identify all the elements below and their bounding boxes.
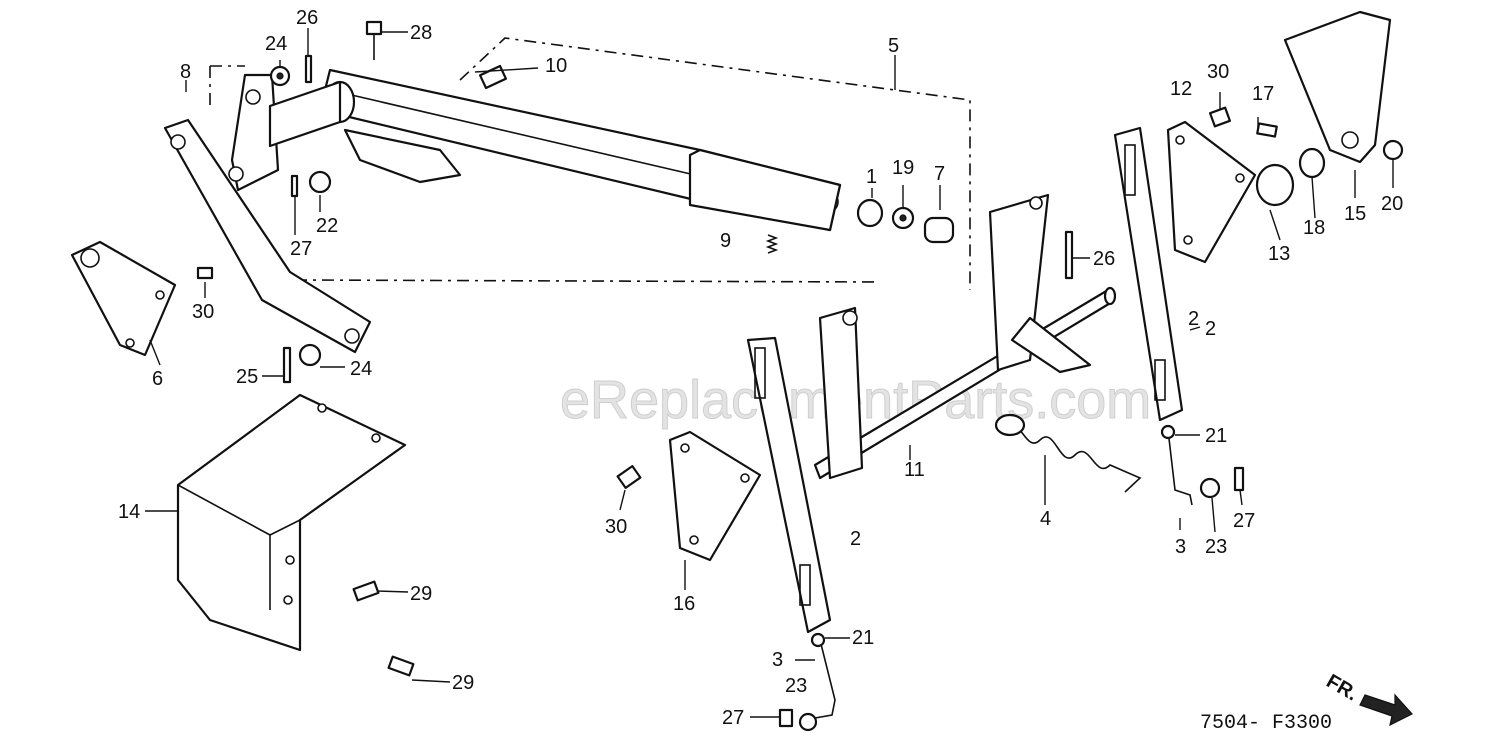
diagram-code: 7504- F3300 xyxy=(1200,712,1332,735)
callout-7: 7 xyxy=(934,163,945,185)
front-arrow: FR. xyxy=(1323,670,1413,727)
right-lever-assembly xyxy=(1113,10,1404,506)
callout-27-left: 27 xyxy=(290,238,312,260)
callout-8: 8 xyxy=(180,61,191,83)
callout-12: 12 xyxy=(1170,78,1192,100)
callout-27-right: 27 xyxy=(1233,510,1255,532)
callout-26-top: 26 xyxy=(296,7,318,29)
plate-6 xyxy=(70,240,177,357)
callout-30-right: 30 xyxy=(1207,61,1229,83)
callout-21-right: 21 xyxy=(1205,425,1227,447)
callout-30-center: 30 xyxy=(605,516,627,538)
callout-2-upper: 2 xyxy=(1188,308,1199,330)
front-marker: FR. xyxy=(1323,670,1362,705)
callout-3-right: 3 xyxy=(1175,536,1186,558)
shaft-assembly xyxy=(352,193,1117,732)
callout-4: 4 xyxy=(1040,508,1051,530)
callout-6: 6 xyxy=(152,368,163,390)
callout-16: 16 xyxy=(673,593,695,615)
callout-23-center: 23 xyxy=(785,675,807,697)
callout-19: 19 xyxy=(892,157,914,179)
callout-1: 1 xyxy=(866,166,877,188)
callout-3-center: 3 xyxy=(772,649,783,671)
callout-17: 17 xyxy=(1252,83,1274,105)
callout-29-upper: 29 xyxy=(410,583,432,605)
callout-25: 25 xyxy=(236,366,258,388)
hardware-upper-left xyxy=(196,20,508,384)
callout-13: 13 xyxy=(1268,243,1290,265)
callout-15: 15 xyxy=(1344,203,1366,225)
callout-9: 9 xyxy=(720,230,731,252)
callout-14: 14 xyxy=(118,501,140,523)
callout-24-top: 24 xyxy=(265,33,287,55)
callout-27-bottom: 27 xyxy=(722,707,744,729)
callout-2-center: 2 xyxy=(850,528,861,550)
callout-29-lower: 29 xyxy=(452,672,474,694)
callout-23-right: 23 xyxy=(1205,536,1227,558)
spring-4 xyxy=(994,413,1142,493)
callout-11: 11 xyxy=(904,459,925,481)
callout-30-left: 30 xyxy=(192,301,214,323)
callout-22: 22 xyxy=(316,215,338,237)
callout-leaders xyxy=(145,28,1394,718)
callout-20: 20 xyxy=(1381,193,1403,215)
callout-26-right: 26 xyxy=(1093,248,1115,270)
upper-left-bracket xyxy=(163,68,842,354)
cover-14 xyxy=(176,393,407,652)
callout-2-right: 2 xyxy=(1205,318,1216,340)
callout-5: 5 xyxy=(888,35,899,57)
callout-21-center: 21 xyxy=(852,627,874,649)
pin-26 xyxy=(1064,230,1074,280)
callout-24-bottom: 24 xyxy=(350,358,372,380)
small-parts-row xyxy=(765,198,955,254)
assembly-outline xyxy=(209,37,971,290)
callout-10: 10 xyxy=(545,55,567,77)
callout-18: 18 xyxy=(1303,217,1325,239)
callout-labels: 1 2 2 2 3 3 4 5 6 7 8 9 10 11 12 13 14 1… xyxy=(118,7,1403,729)
callout-28: 28 xyxy=(410,22,432,44)
